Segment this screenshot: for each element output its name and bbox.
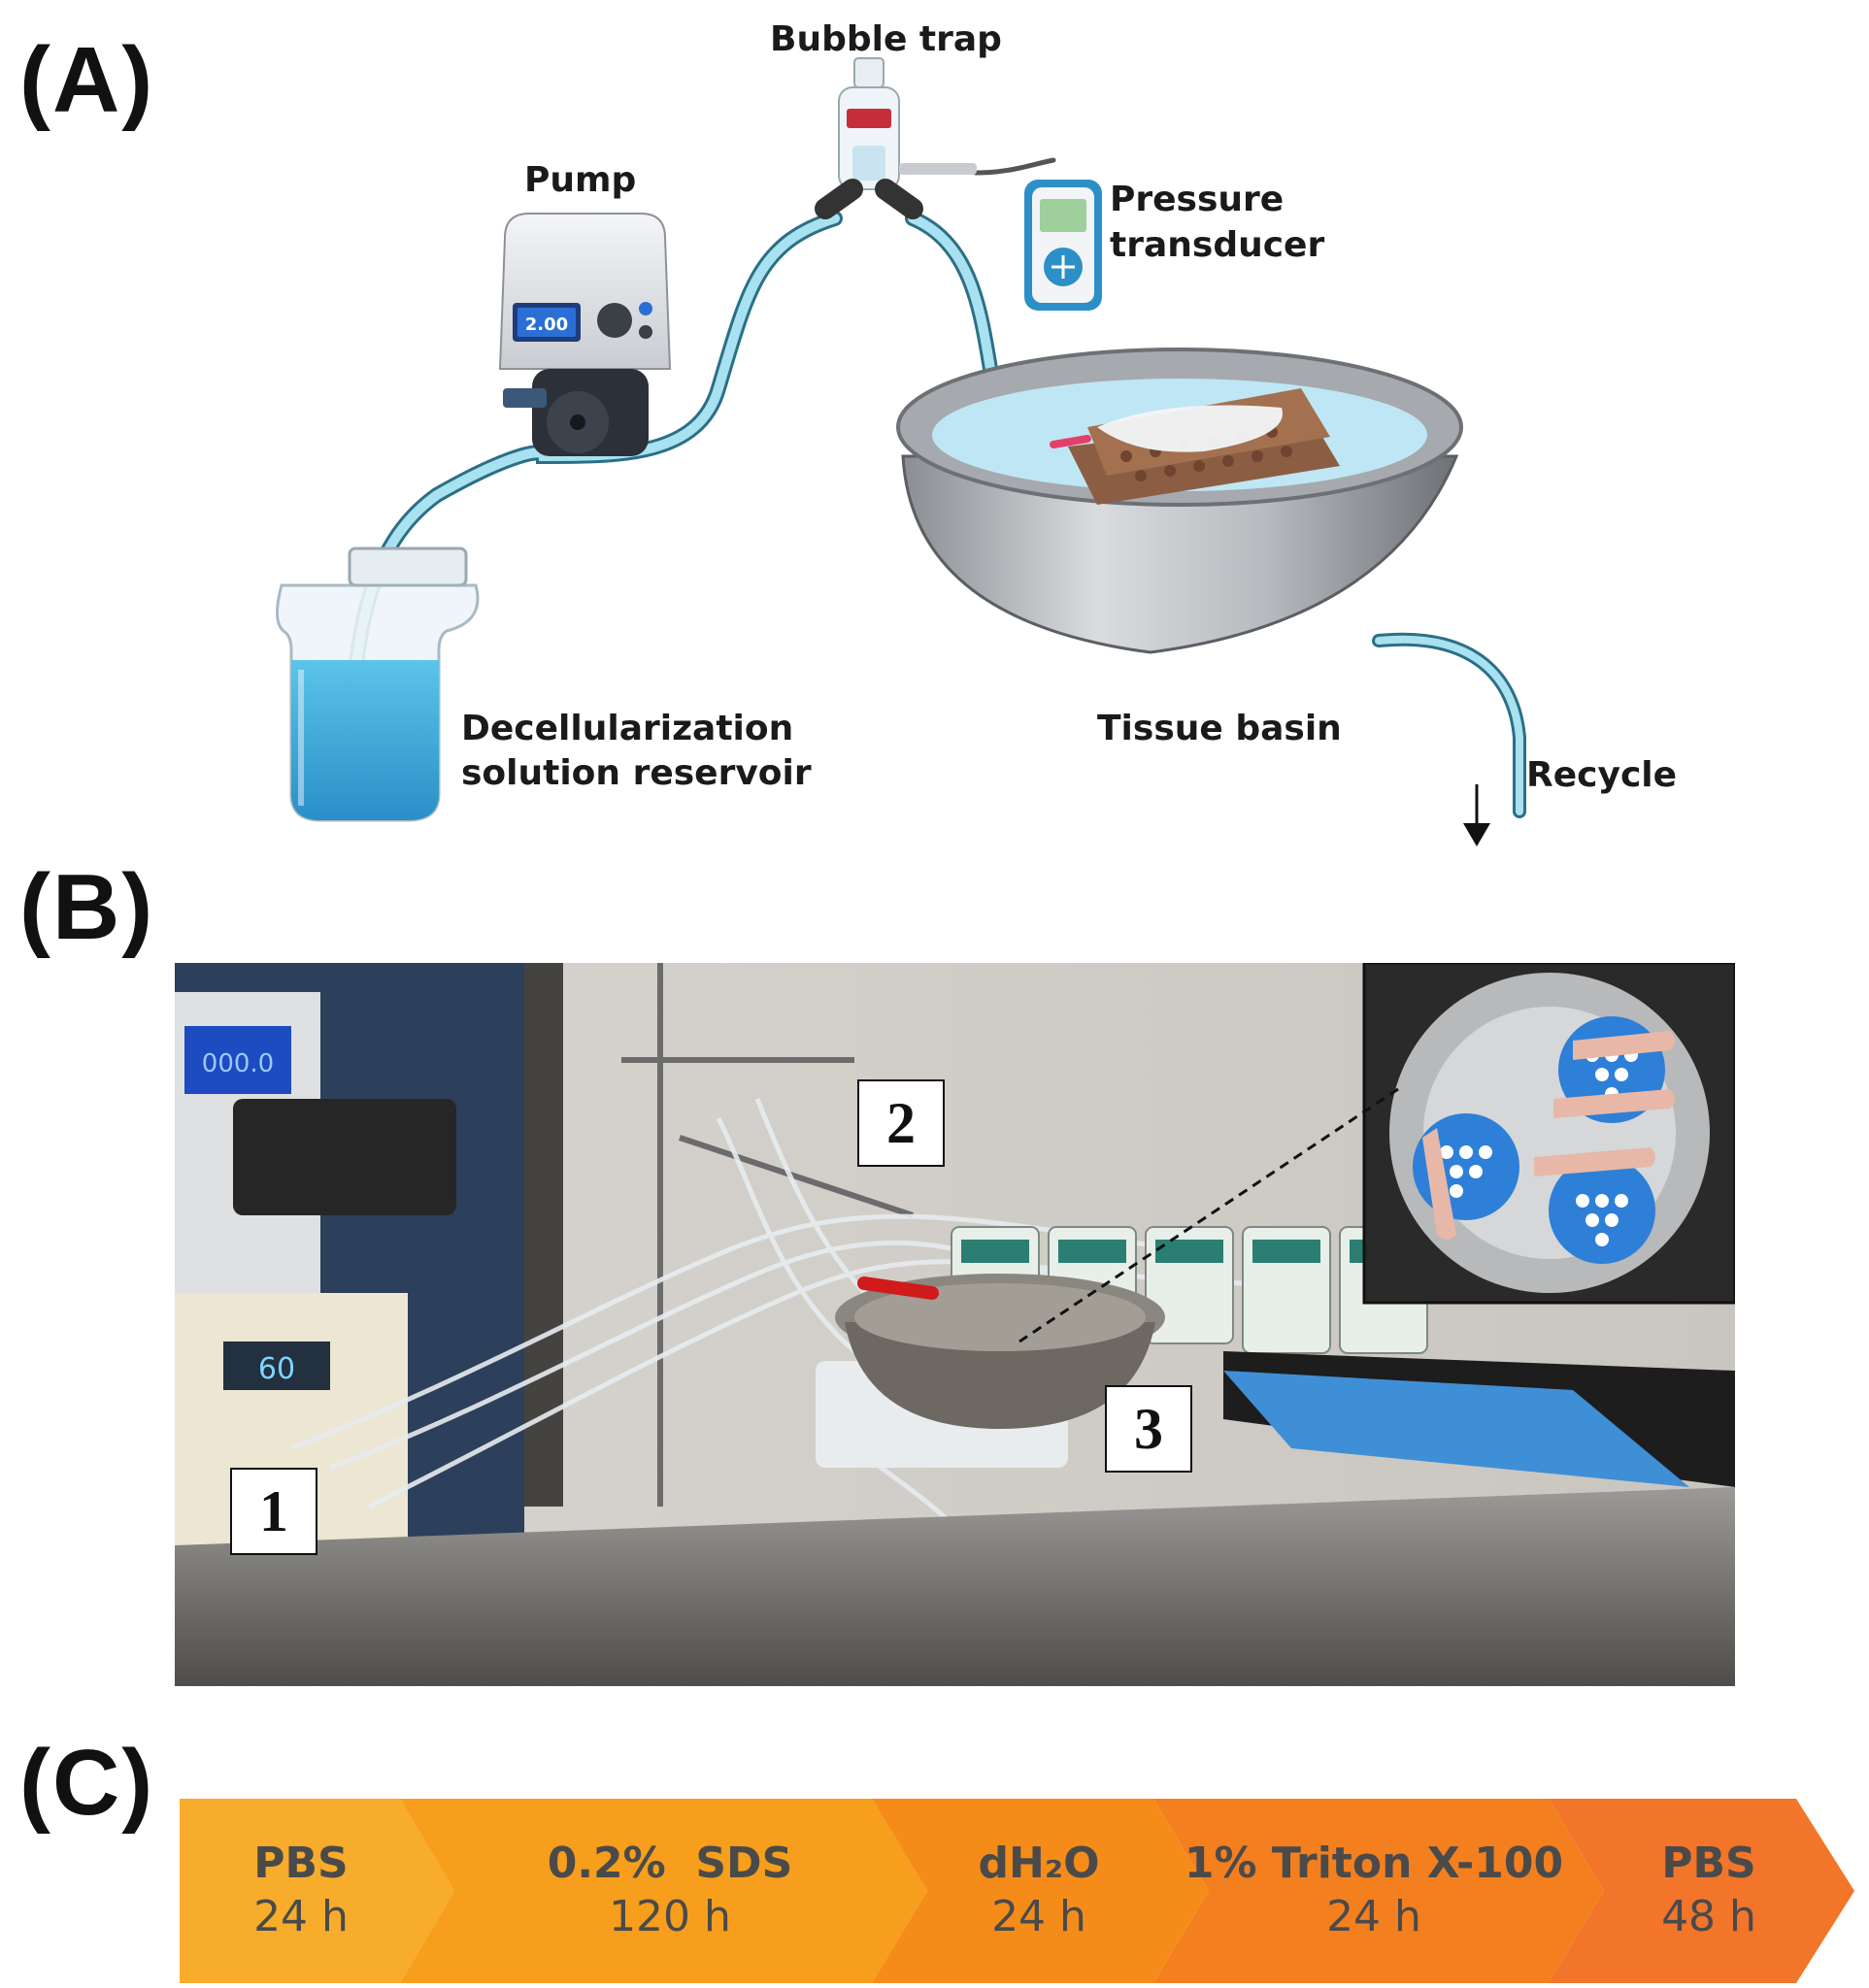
- step-3-name: dH₂O: [978, 1839, 1100, 1888]
- step-5-name: PBS: [1661, 1839, 1756, 1888]
- protocol-step-1: PBS 24 h: [194, 1799, 408, 1983]
- pump-display: 2.00: [525, 315, 568, 335]
- bubble-trap: [815, 57, 977, 219]
- step-4-duration: 24 h: [1326, 1892, 1421, 1941]
- panel-a-label: (A): [19, 28, 155, 132]
- label-recycle: Recycle: [1526, 755, 1678, 795]
- tissue-basin: [896, 348, 1463, 654]
- label-reservoir-line2: solution reservoir: [461, 753, 812, 793]
- step-3-duration: 24 h: [991, 1892, 1086, 1941]
- step-2-name: 0.2% SDS: [547, 1839, 793, 1888]
- label-bubble-trap: Bubble trap: [770, 19, 1002, 59]
- protocol-timeline: [180, 1799, 1854, 1983]
- photo-marker-2: 2: [857, 1079, 945, 1167]
- photo-pump-display: 60: [258, 1352, 295, 1386]
- label-pressure-transducer-line2: transducer: [1110, 225, 1325, 265]
- svg-text:000.0: 000.0: [202, 1049, 274, 1078]
- pressure-transducer: [1024, 180, 1102, 311]
- panel-c-label: (C): [19, 1731, 155, 1835]
- step-4-name: 1% Triton X-100: [1184, 1839, 1564, 1888]
- step-2-duration: 120 h: [609, 1892, 731, 1941]
- label-pressure-transducer-line1: Pressure: [1110, 180, 1285, 219]
- perfusion-schematic: 2.00: [276, 57, 1526, 846]
- step-2-shape: [400, 1799, 927, 1983]
- label-tissue-basin: Tissue basin: [1097, 709, 1342, 748]
- photo-marker-3: 3: [1105, 1385, 1192, 1473]
- step-1-duration: 24 h: [253, 1892, 349, 1941]
- reservoir-bottle: [276, 547, 480, 822]
- protocol-step-3: dH₂O 24 h: [932, 1799, 1146, 1983]
- protocol-step-2: 0.2% SDS 120 h: [466, 1799, 874, 1983]
- pump: 2.00: [498, 213, 672, 456]
- recycle-arrow: [1463, 784, 1490, 846]
- label-pump: Pump: [524, 160, 637, 200]
- photo-illustration: 000.0 60: [175, 963, 1735, 1686]
- step-4-shape: [1153, 1799, 1604, 1983]
- step-5-duration: 48 h: [1661, 1892, 1756, 1941]
- protocol-step-5: PBS 48 h: [1602, 1799, 1816, 1983]
- step-1-name: PBS: [253, 1839, 349, 1888]
- step-5-shape: [1549, 1799, 1854, 1983]
- step-1-shape: [180, 1799, 454, 1983]
- lab-setup-photo: 000.0 60: [175, 963, 1735, 1686]
- photo-marker-1: 1: [230, 1468, 317, 1555]
- protocol-step-4: 1% Triton X-100 24 h: [1180, 1799, 1568, 1983]
- panel-b-label: (B): [19, 855, 155, 959]
- step-3-shape: [872, 1799, 1209, 1983]
- label-reservoir-line1: Decellularization: [461, 709, 794, 748]
